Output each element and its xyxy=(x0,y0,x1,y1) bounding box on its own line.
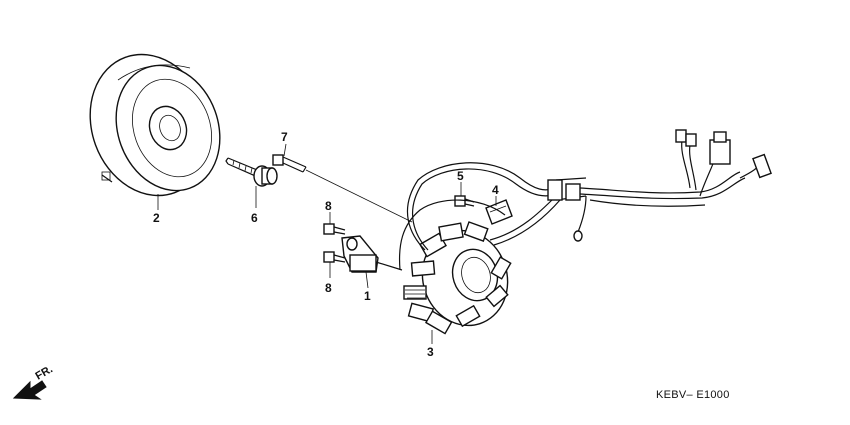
flange-bolt xyxy=(225,157,278,187)
callout-wire-clamp: 4 xyxy=(492,183,499,197)
callout-screw-8-lower: 8 xyxy=(325,281,332,295)
flywheel xyxy=(89,53,221,197)
diagram-code: KEBV– E1000 xyxy=(656,389,730,401)
screw-8-lower-part xyxy=(323,251,346,263)
front-direction-label: FR. xyxy=(34,363,55,382)
screw-8-upper-part xyxy=(323,223,346,235)
callout-pin-bolt: 7 xyxy=(281,130,288,144)
callout-flywheel: 2 xyxy=(153,211,160,225)
callout-pulser-generator: 1 xyxy=(364,289,371,303)
leader-lines xyxy=(157,143,497,344)
callout-flange-bolt: 6 xyxy=(251,211,258,225)
callout-screw-8-upper: 8 xyxy=(325,199,332,213)
callout-stator: 3 xyxy=(427,345,434,359)
wire-harness xyxy=(398,129,772,271)
pin-bolt xyxy=(272,154,413,223)
pulser-generator xyxy=(341,235,403,273)
front-direction-arrow xyxy=(12,380,47,400)
stator xyxy=(403,221,512,335)
callout-screw-5: 5 xyxy=(457,169,464,183)
wire-clamp-part xyxy=(485,199,513,225)
